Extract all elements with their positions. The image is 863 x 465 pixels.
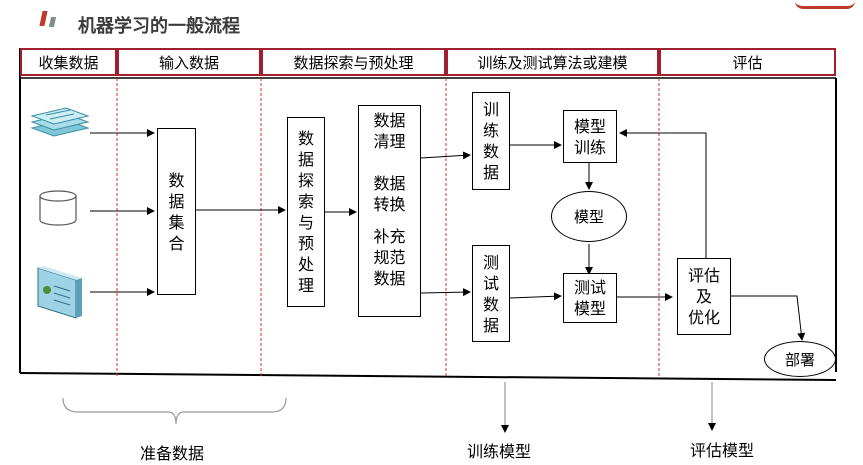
train-model-label: 训练模型 (467, 442, 532, 461)
clean-line: 清理 (373, 132, 406, 151)
normalize-line: 规范 (373, 248, 406, 267)
model-test-line: 测试 (573, 278, 606, 297)
model-test-line: 模型 (573, 299, 606, 318)
feedback-arrow (619, 129, 707, 258)
eval-model-label: 评估模型 (690, 441, 755, 460)
evaluate-line: 评估 (687, 266, 720, 285)
evaluate-line: 及 (695, 287, 712, 306)
arrow (420, 151, 471, 160)
stacked-papers-icon (30, 107, 90, 137)
train-data-label: 训练数据 (483, 100, 500, 182)
preprocess-steps: 数据 清理 数据 转换 补充 规范 数据 (373, 110, 405, 289)
evaluate-line: 优化 (687, 308, 720, 327)
convert-line: 转换 (373, 195, 406, 214)
test-data-label: 测试数据 (483, 252, 500, 335)
normalize-line: 数据 (373, 269, 406, 288)
prepare-brace (62, 397, 287, 425)
dataset-box: 数据集合 (157, 128, 196, 295)
stage-input-data: 输入数据 (117, 48, 261, 76)
train-data-box: 训练数据 (472, 92, 510, 190)
stage-explore-preprocess: 数据探索与预处理 (261, 48, 446, 76)
clean-line: 数据 (373, 111, 406, 130)
page-title: 机器学习的一般流程 (78, 16, 240, 37)
stage-evaluate: 评估 (659, 48, 836, 76)
arrow (731, 295, 806, 341)
explore-box: 数据探索与预处理 (287, 117, 325, 307)
model-node: 模型 (551, 191, 627, 242)
preprocess-steps-box: 数据 清理 数据 转换 补充 规范 数据 (358, 105, 421, 317)
arrow (509, 292, 562, 301)
web-browser-icon (37, 266, 82, 319)
model-test-box: 测试 模型 (563, 273, 617, 323)
dataset-label: 数据集合 (168, 170, 185, 253)
normalize-line: 补充 (373, 227, 406, 246)
evaluate-box: 评估 及 优化 (677, 258, 731, 335)
stage-collect-data: 收集数据 (20, 48, 117, 76)
model-train-box: 模型 训练 (563, 110, 617, 163)
stage-train-test-model: 训练及测试算法或建模 (446, 48, 659, 76)
deploy-node: 部署 (764, 341, 836, 377)
explore-label: 数据探索与预处理 (298, 129, 315, 295)
corner-decoration (795, 0, 855, 9)
frame-bottom-line (19, 372, 837, 381)
arrow (420, 288, 471, 297)
convert-line: 数据 (373, 174, 406, 193)
prepare-data-label: 准备数据 (140, 444, 205, 463)
model-train-line: 训练 (573, 137, 606, 157)
test-data-box: 测试数据 (472, 245, 510, 342)
model-train-line: 模型 (573, 116, 606, 136)
database-cylinder-icon (39, 190, 77, 226)
